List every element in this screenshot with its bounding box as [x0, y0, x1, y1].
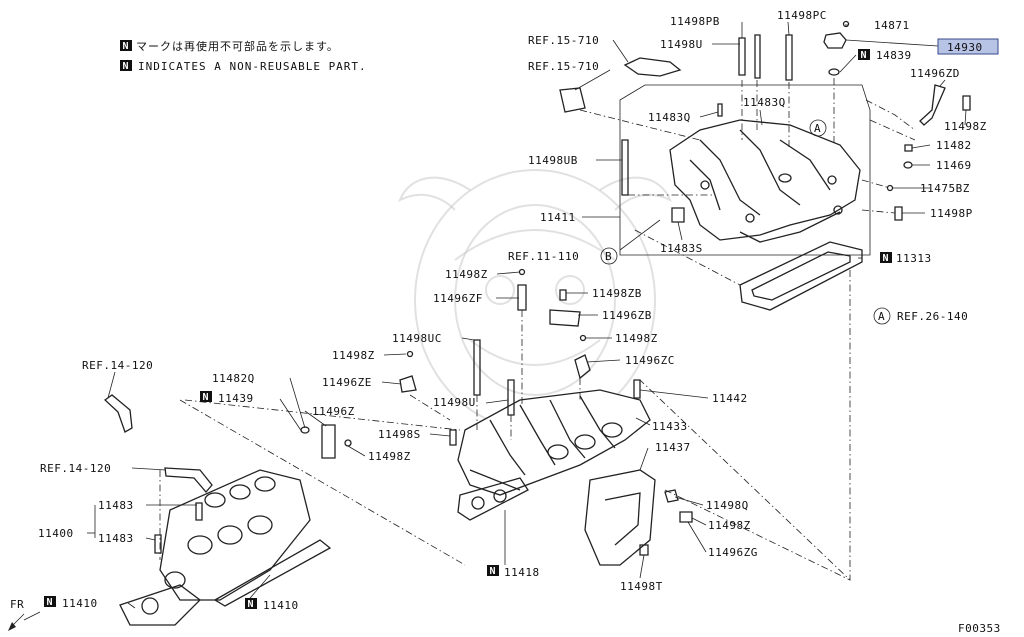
leader-lines	[23, 21, 967, 621]
label-11469[interactable]: 11469	[936, 159, 972, 172]
reference-labels[interactable]: REF.15-710 REF.15-710 REF.11-110 REF.26-…	[40, 34, 968, 475]
ref-11-110[interactable]: REF.11-110	[508, 250, 579, 263]
label-11410-a[interactable]: 11410	[62, 597, 98, 610]
label-14839[interactable]: 14839	[876, 49, 912, 62]
intake-plenum-left	[103, 394, 332, 626]
front-label: FR	[10, 598, 24, 611]
label-11498U-mid[interactable]: 11498U	[433, 396, 476, 409]
n-marker-11410a	[44, 596, 56, 607]
label-11498Z-c3[interactable]: 11498Z	[332, 349, 375, 362]
n-marker-11313	[880, 252, 892, 263]
label-11418[interactable]: 11418	[504, 566, 540, 579]
legend-note: N マークは再使用不可部品を示します。 N INDICATES A NON-RE…	[120, 39, 367, 73]
label-11483Q-b[interactable]: 11483Q	[648, 111, 691, 124]
note-japanese: マークは再使用不可部品を示します。	[136, 39, 339, 53]
label-11498S[interactable]: 11498S	[378, 428, 421, 441]
label-11442[interactable]: 11442	[712, 392, 748, 405]
label-11400[interactable]: 11400	[38, 527, 74, 540]
label-11498P[interactable]: 11498P	[930, 207, 973, 220]
marker-letter: N	[883, 253, 889, 264]
label-11498UB[interactable]: 11498UB	[528, 154, 578, 167]
label-11482Q[interactable]: 11482Q	[212, 372, 255, 385]
label-11433[interactable]: 11433	[652, 420, 688, 433]
label-11498Z-b[interactable]: 11498Z	[708, 519, 751, 532]
circle-ref-b: B	[605, 250, 612, 263]
label-11496Z[interactable]: 11496Z	[312, 405, 355, 418]
label-11498Z-l[interactable]: 11498Z	[368, 450, 411, 463]
non-reusable-marker	[120, 60, 132, 71]
label-11482[interactable]: 11482	[936, 139, 972, 152]
label-11483Q-a[interactable]: 11483Q	[743, 96, 786, 109]
label-11483-b[interactable]: 11483	[98, 532, 134, 545]
label-11410-b[interactable]: 11410	[263, 599, 299, 612]
n-marker-11418	[487, 565, 499, 576]
label-11498Z-r1[interactable]: 11498Z	[944, 120, 987, 133]
marker-letter: N	[861, 50, 867, 61]
figure-code: F00353	[958, 622, 1001, 635]
label-11496ZE[interactable]: 11496ZE	[322, 376, 372, 389]
marker-letter: N	[248, 599, 254, 610]
label-11496ZD[interactable]: 11496ZD	[910, 67, 960, 80]
label-11483S[interactable]: 11483S	[660, 242, 703, 255]
label-11498PB[interactable]: 11498PB	[670, 15, 720, 28]
label-11498UC[interactable]: 11498UC	[392, 332, 442, 345]
non-reusable-marker	[120, 40, 132, 51]
marker-letter: N	[203, 392, 209, 403]
highlight-box[interactable]	[937, 38, 999, 55]
ref-15-710-a[interactable]: REF.15-710	[528, 34, 599, 47]
label-11498Q[interactable]: 11498Q	[706, 499, 749, 512]
lower-intake-manifold	[300, 268, 693, 566]
n-marker-11410b	[245, 598, 257, 609]
circle-ref-a: A	[814, 122, 821, 135]
part-label-14930[interactable]: 14930	[947, 41, 983, 54]
label-11439[interactable]: 11439	[218, 392, 254, 405]
label-11475BZ[interactable]: 11475BZ	[920, 182, 970, 195]
alignment-lines	[159, 78, 916, 581]
marker-letter: N	[47, 597, 53, 608]
label-11411[interactable]: 11411	[540, 211, 576, 224]
marker-letter: N	[123, 61, 129, 72]
part-labels[interactable]: 11498PB 11498PC 14871 11498U 14839 11496…	[38, 9, 987, 612]
highlighted-part-14930[interactable]: 14930	[937, 38, 999, 55]
marker-letter: N	[123, 41, 129, 52]
label-11498ZB[interactable]: 11498ZB	[592, 287, 642, 300]
n-marker-14839	[858, 49, 870, 60]
n-marker-11439	[200, 391, 212, 402]
marker-letter: N	[490, 566, 496, 577]
arrow-head-icon	[8, 622, 16, 631]
circled-references: A B A	[600, 119, 891, 325]
ref-14-120-a[interactable]: REF.14-120	[82, 359, 153, 372]
label-11496ZC[interactable]: 11496ZC	[625, 354, 675, 367]
note-english: INDICATES A NON-REUSABLE PART.	[138, 60, 367, 73]
label-14871[interactable]: 14871	[874, 19, 910, 32]
ref-14-120-b[interactable]: REF.14-120	[40, 462, 111, 475]
label-11496ZB[interactable]: 11496ZB	[602, 309, 652, 322]
label-11498Z-c1[interactable]: 11498Z	[445, 268, 488, 281]
label-11313[interactable]: 11313	[896, 252, 932, 265]
upper-intake-manifold	[559, 20, 971, 311]
label-11483-a[interactable]: 11483	[98, 499, 134, 512]
ref-15-710-b[interactable]: REF.15-710	[528, 60, 599, 73]
label-11496ZF[interactable]: 11496ZF	[433, 292, 483, 305]
label-11498T[interactable]: 11498T	[620, 580, 663, 593]
non-reusable-markers: N N N N N N	[44, 49, 892, 610]
front-indicator: FR	[8, 598, 25, 631]
ref-26-140[interactable]: REF.26-140	[897, 310, 968, 323]
label-11496ZG[interactable]: 11496ZG	[708, 546, 758, 559]
label-11498Z-c2[interactable]: 11498Z	[615, 332, 658, 345]
label-11437[interactable]: 11437	[655, 441, 691, 454]
label-11498PC[interactable]: 11498PC	[777, 9, 827, 22]
label-11498U-top[interactable]: 11498U	[660, 38, 703, 51]
circle-ref-a-2: A	[878, 310, 885, 323]
